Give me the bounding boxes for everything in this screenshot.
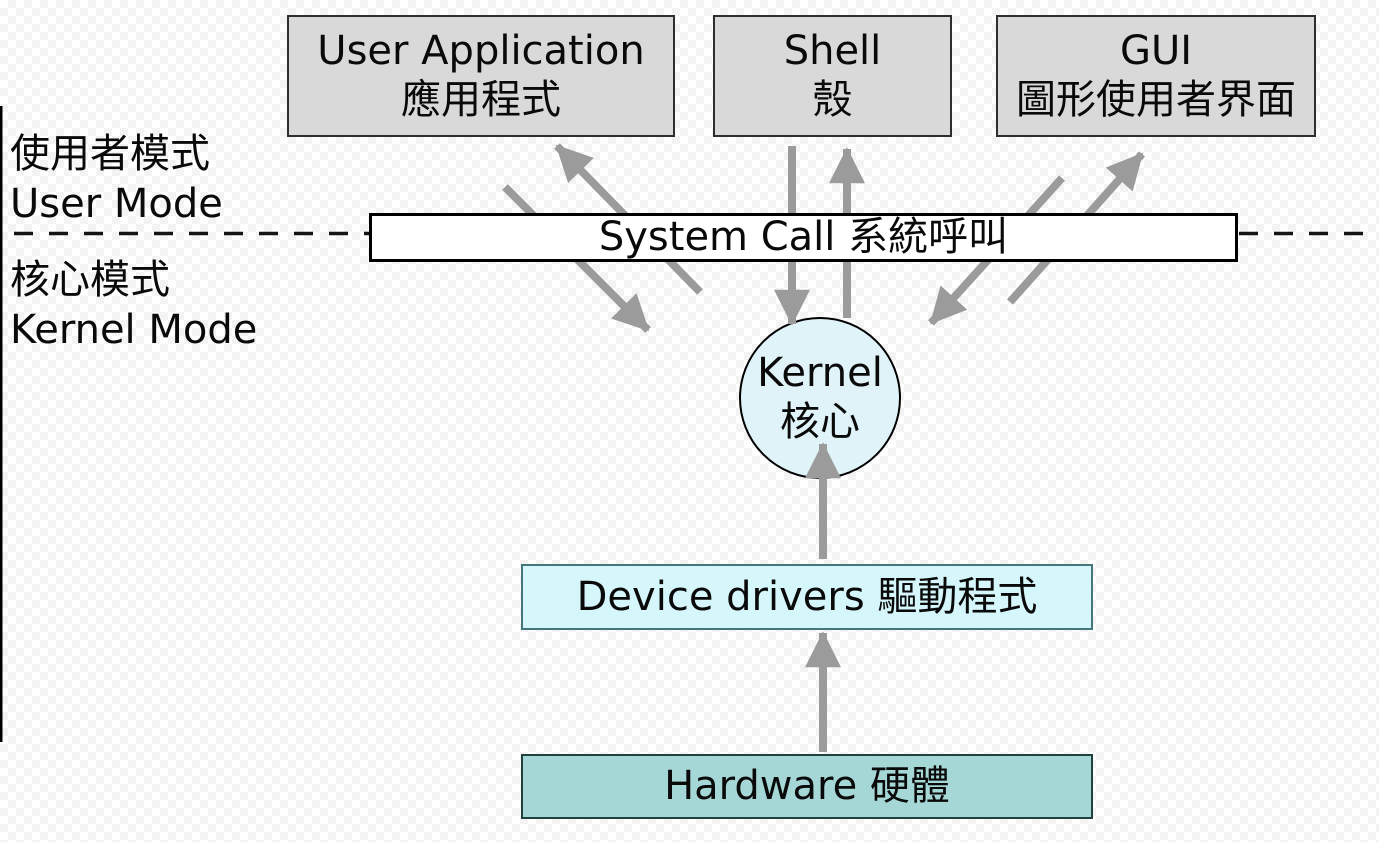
user-mode-label-en: User Mode — [10, 181, 223, 227]
gui-label-zh: 圖形使用者界面 — [1016, 77, 1296, 123]
hardware-box: Hardware 硬體 — [521, 754, 1093, 819]
shell-box: Shell 殼 — [713, 15, 952, 137]
user-application-box: User Application 應用程式 — [287, 15, 675, 137]
kernel-label-en: Kernel — [757, 350, 883, 397]
device-drivers-box: Device drivers 驅動程式 — [521, 564, 1093, 630]
gui-label-en: GUI — [1119, 28, 1193, 75]
user-application-label-en: User Application — [317, 28, 645, 75]
kernel-label-zh: 核心 — [780, 399, 860, 445]
user-application-label-zh: 應用程式 — [401, 77, 561, 123]
user-mode-label-zh: 使用者模式 — [10, 131, 210, 177]
left-edge-line — [0, 106, 3, 742]
device-drivers-label: Device drivers 驅動程式 — [576, 573, 1038, 620]
system-call-label: System Call 系統呼叫 — [598, 214, 1009, 261]
system-call-box: System Call 系統呼叫 — [369, 213, 1238, 262]
kernel-mode-label-en: Kernel Mode — [10, 307, 258, 353]
shell-label-en: Shell — [783, 28, 882, 75]
gui-box: GUI 圖形使用者界面 — [996, 15, 1316, 137]
hardware-label: Hardware 硬體 — [664, 763, 950, 810]
shell-label-zh: 殼 — [812, 77, 853, 123]
kernel-mode-label-zh: 核心模式 — [10, 257, 170, 303]
